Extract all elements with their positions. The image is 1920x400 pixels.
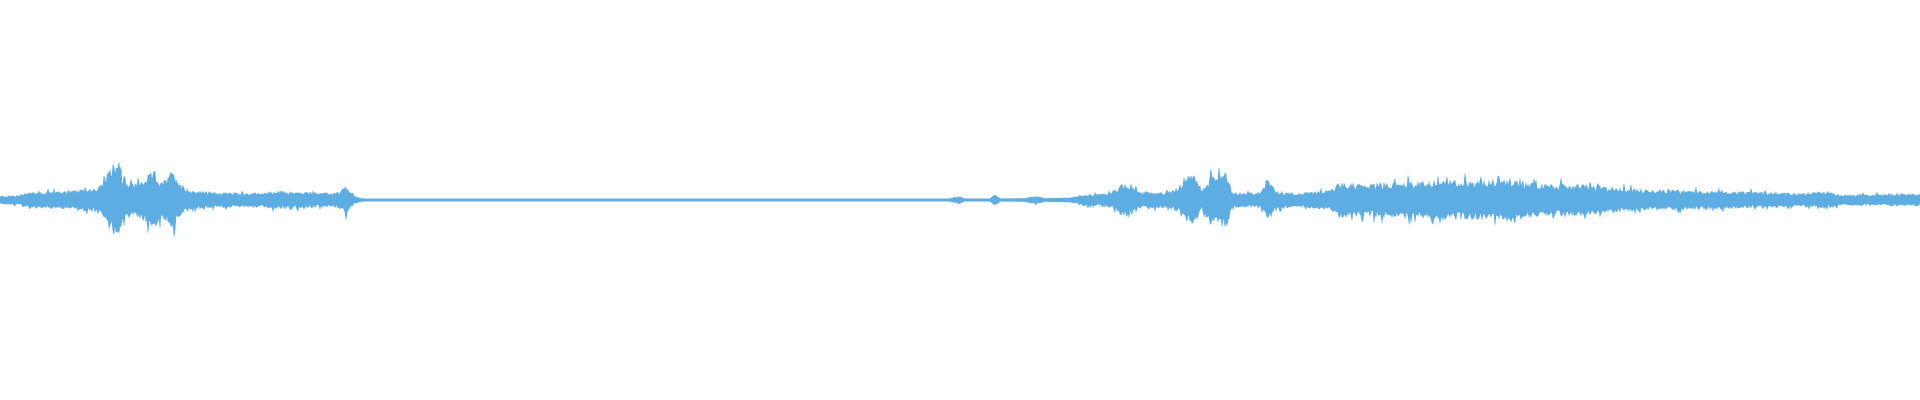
- waveform-shape: [0, 162, 1920, 237]
